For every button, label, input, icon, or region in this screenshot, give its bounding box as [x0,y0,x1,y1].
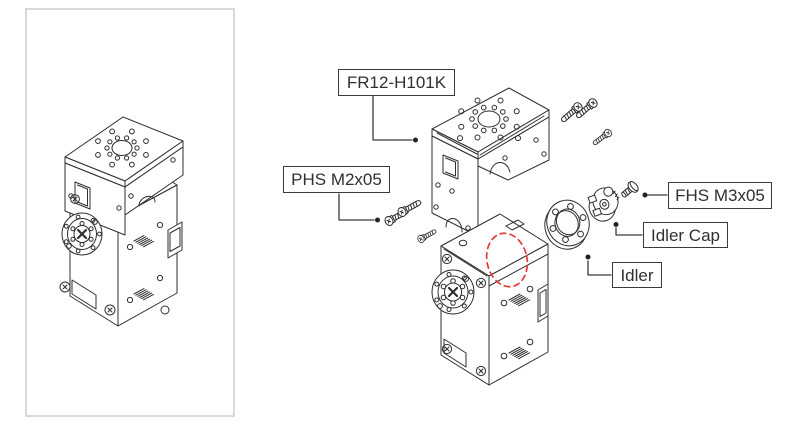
frame-part-drawing [431,87,550,237]
assembled-frame [64,116,184,236]
frame-screws-drawing [558,96,614,148]
phs-screws-drawing [382,197,438,245]
assembled-view-panel [25,8,235,417]
highlight-ellipse [485,232,529,288]
callout-fhs-screw: FHS M3x05 [668,182,772,209]
assembled-horn [61,212,103,256]
leader-dots [375,137,648,260]
leader-lines [338,95,668,276]
assembled-body-details [59,194,183,316]
servo-body-drawing [431,213,549,386]
fhs-screw-drawing [621,181,639,198]
assembled-servo-drawing [59,116,184,327]
idler-cap-drawing [587,186,620,222]
callout-frame: FR12-H101K [338,69,455,96]
callout-idler: Idler [612,262,662,288]
idler-drawing [544,199,590,250]
callout-idler-cap: Idler Cap [643,222,728,248]
callout-phs-screw: PHS M2x05 [283,166,390,193]
